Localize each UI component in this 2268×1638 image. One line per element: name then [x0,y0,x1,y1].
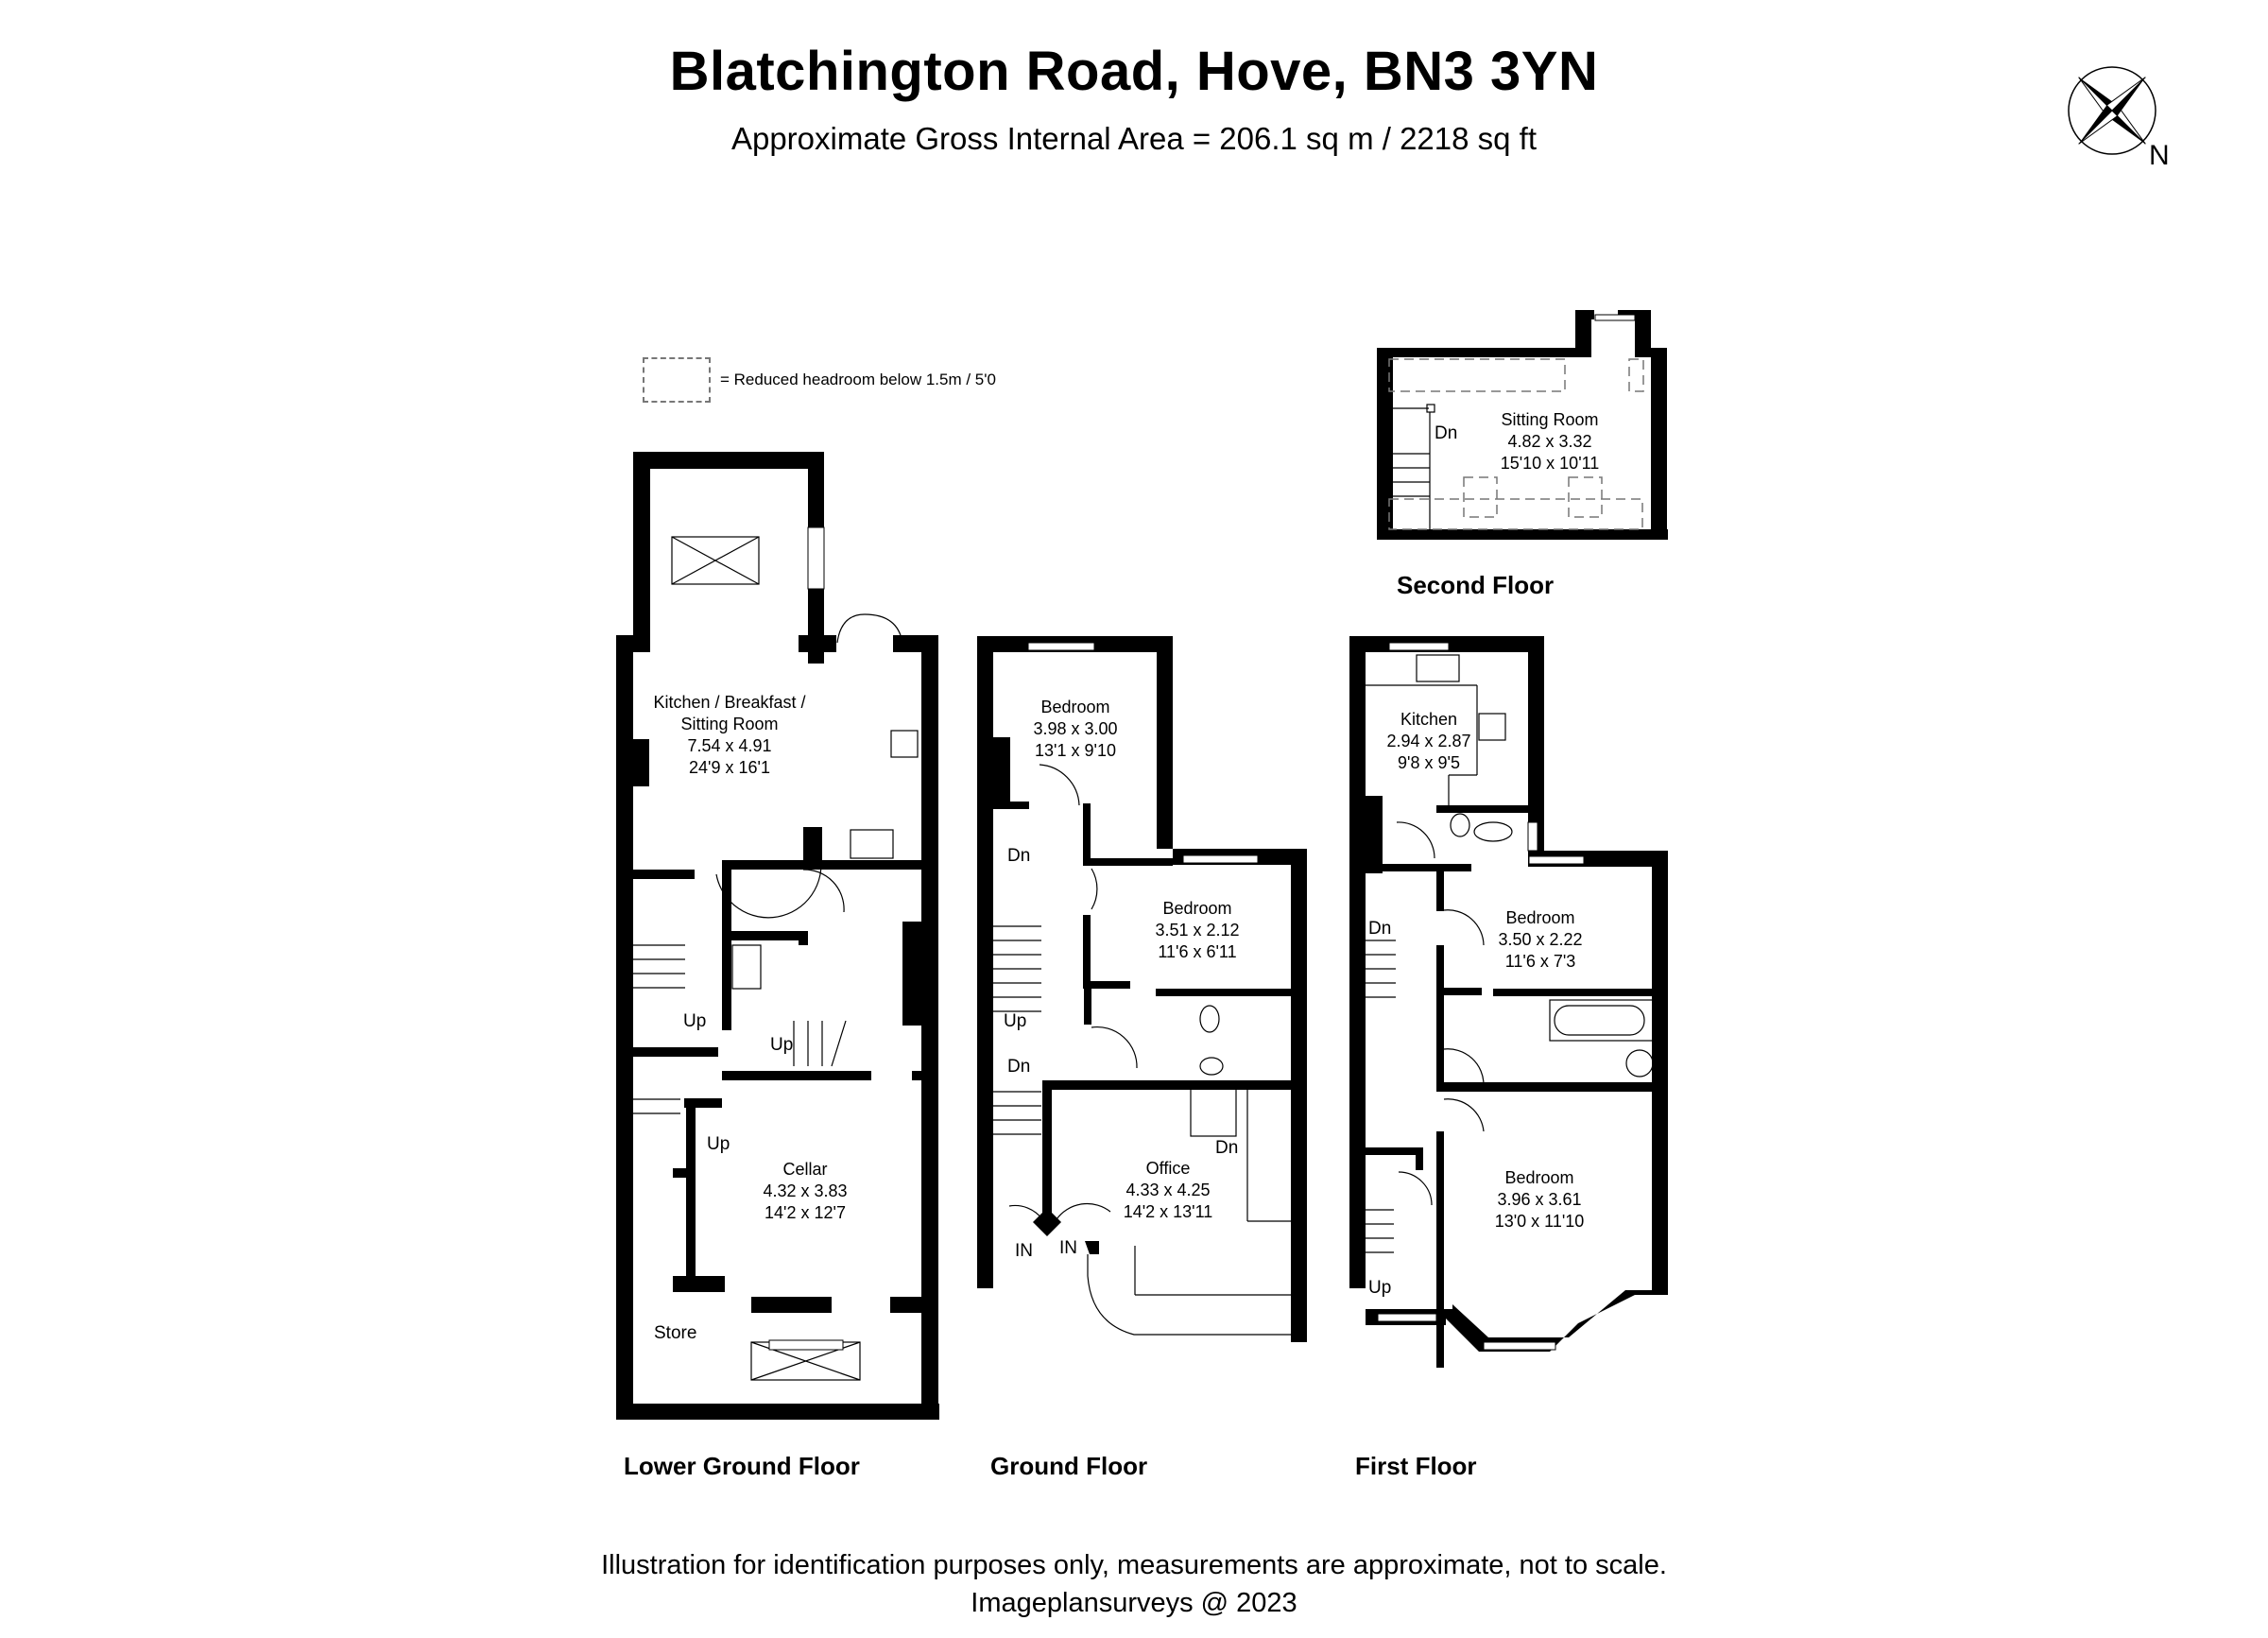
entrance-in-label: IN [1059,1238,1077,1258]
room-size-metric: 4.32 x 3.83 [763,1181,848,1200]
floor-label-ground: Ground Floor [990,1452,1148,1480]
room-size-imperial: 9'8 x 9'5 [1398,753,1460,772]
page-title: Blatchington Road, Hove, BN3 3YN [669,41,1599,102]
room-size-imperial: 13'0 x 11'10 [1494,1212,1585,1231]
disclaimer: Illustration for identification purposes… [601,1550,1667,1580]
room-store: Store [654,1323,697,1343]
room-cellar: Cellar 4.32 x 3.83 14'2 x 12'7 [763,1159,847,1224]
legend: = Reduced headroom below 1.5m / 5'0 [643,357,996,403]
stair-up-label: Up [683,1011,707,1031]
ground-floor-fixtures [993,764,1291,1336]
stair-down-label: Dn [1215,1138,1239,1158]
stair-up-label: Up [1368,1278,1392,1298]
room-size-metric: 2.94 x 2.87 [1386,732,1471,750]
room-kitchen-breakfast-sitting: Kitchen / Breakfast / Sitting Room 7.54 … [653,692,805,779]
room-office: Office 4.33 x 4.25 14'2 x 13'11 [1124,1158,1213,1223]
stair-down-label: Dn [1007,1057,1031,1077]
stair-up-label: Up [770,1035,794,1055]
room-size-metric: 4.82 x 3.32 [1507,432,1592,451]
ground-floor-walls [977,636,1307,1342]
room-kitchen-first: Kitchen 2.94 x 2.87 9'8 x 9'5 [1386,709,1470,774]
stair-down-label: Dn [1007,846,1031,866]
legend-text: = Reduced headroom below 1.5m / 5'0 [720,371,996,388]
stair-up-label: Up [1004,1011,1027,1031]
room-bedroom-first-middle: Bedroom 3.50 x 2.22 11'6 x 7'3 [1498,907,1582,973]
floor-label-lower-ground: Lower Ground Floor [624,1452,860,1480]
room-name: Office [1145,1159,1191,1178]
room-name: Kitchen [1400,710,1458,729]
lower-ground-floor-fixtures [633,536,919,1381]
stair-down-label: Dn [1435,423,1458,443]
room-name: Bedroom [1040,698,1110,716]
credit: Imageplansurveys @ 2023 [971,1588,1297,1618]
room-name: Bedroom [1504,1168,1574,1187]
room-size-metric: 7.54 x 4.91 [687,736,772,755]
north-compass-icon [2068,66,2156,155]
room-size-imperial: 11'6 x 7'3 [1504,952,1576,971]
gross-internal-area: Approximate Gross Internal Area = 206.1 … [730,121,1538,156]
room-name: Bedroom [1505,908,1575,927]
room-size-metric: 3.98 x 3.00 [1033,719,1118,738]
room-name: Sitting Room [1501,410,1599,429]
stair-up-label: Up [707,1134,730,1154]
first-floor-fixtures [1366,654,1655,1253]
room-name: Cellar [782,1160,828,1179]
reduced-headroom-areas [1388,358,1644,530]
room-name: Bedroom [1162,899,1232,918]
room-bedroom-ground-front: Bedroom 3.98 x 3.00 13'1 x 9'10 [1033,697,1117,762]
room-bedroom-first-front: Bedroom 3.96 x 3.61 13'0 x 11'10 [1495,1167,1585,1233]
room-size-imperial: 14'2 x 13'11 [1123,1202,1213,1221]
dashed-rectangle-icon [643,357,711,403]
lower-ground-floor-walls [616,452,939,1420]
room-size-imperial: 13'1 x 9'10 [1035,741,1116,760]
second-floor-walls [1377,310,1668,540]
stair-down-label: Dn [1368,919,1392,939]
room-bedroom-ground-rear: Bedroom 3.51 x 2.12 11'6 x 6'11 [1155,898,1239,963]
second-floor-stairs [1393,404,1435,534]
room-size-metric: 3.96 x 3.61 [1497,1190,1582,1209]
windows [768,314,1636,1351]
floor-label-first: First Floor [1355,1452,1477,1480]
room-size-metric: 3.51 x 2.12 [1155,921,1240,940]
room-sitting-room-second: Sitting Room 4.82 x 3.32 15'10 x 10'11 [1501,409,1600,474]
floor-label-second: Second Floor [1397,571,1555,599]
compass-north-label: N [2149,140,2170,171]
room-size-metric: 4.33 x 4.25 [1125,1181,1211,1199]
room-size-metric: 3.50 x 2.22 [1498,930,1583,949]
room-name: Kitchen / Breakfast / [653,693,806,712]
room-size-imperial: 24'9 x 16'1 [689,758,770,777]
room-size-imperial: 14'2 x 12'7 [765,1203,846,1222]
entrance-in-label: IN [1015,1241,1033,1261]
room-size-imperial: 15'10 x 10'11 [1500,454,1600,473]
room-size-imperial: 11'6 x 6'11 [1158,942,1237,961]
room-name-line2: Sitting Room [680,715,779,733]
